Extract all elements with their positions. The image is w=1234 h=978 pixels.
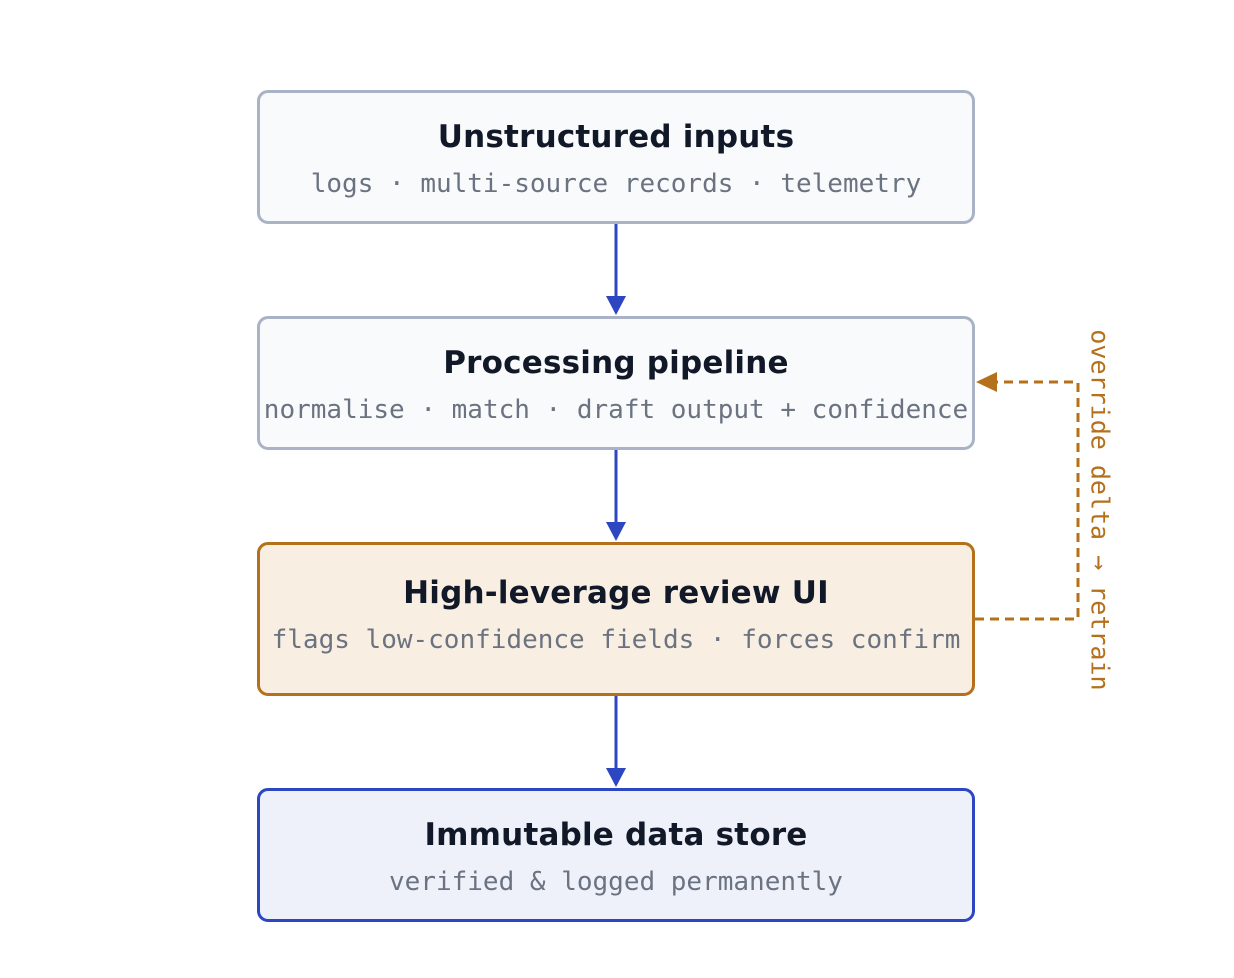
node-immutable-data-store: Immutable data store verified & logged p…: [257, 788, 975, 922]
node-subtitle: normalise · match · draft output + confi…: [263, 395, 969, 425]
node-subtitle: logs · multi-source records · telemetry: [310, 169, 922, 199]
node-title: Unstructured inputs: [437, 119, 795, 155]
flow-arrow-inputs-to-pipeline: [606, 224, 626, 315]
node-title: Immutable data store: [424, 817, 808, 853]
node-subtitle: flags low-confidence fields · forces con…: [271, 625, 961, 655]
node-unstructured-inputs: Unstructured inputs logs · multi-source …: [257, 90, 975, 224]
flow-arrow-pipeline-to-review: [606, 450, 626, 541]
flow-arrow-review-to-store: [606, 696, 626, 787]
node-title: High-leverage review UI: [403, 575, 829, 611]
node-processing-pipeline: Processing pipeline normalise · match · …: [257, 316, 975, 450]
feedback-loop-label: override delta → retrain: [1085, 329, 1115, 691]
node-subtitle: verified & logged permanently: [389, 867, 843, 897]
node-review-ui: High-leverage review UI flags low-confid…: [257, 542, 975, 696]
node-title: Processing pipeline: [443, 345, 789, 381]
